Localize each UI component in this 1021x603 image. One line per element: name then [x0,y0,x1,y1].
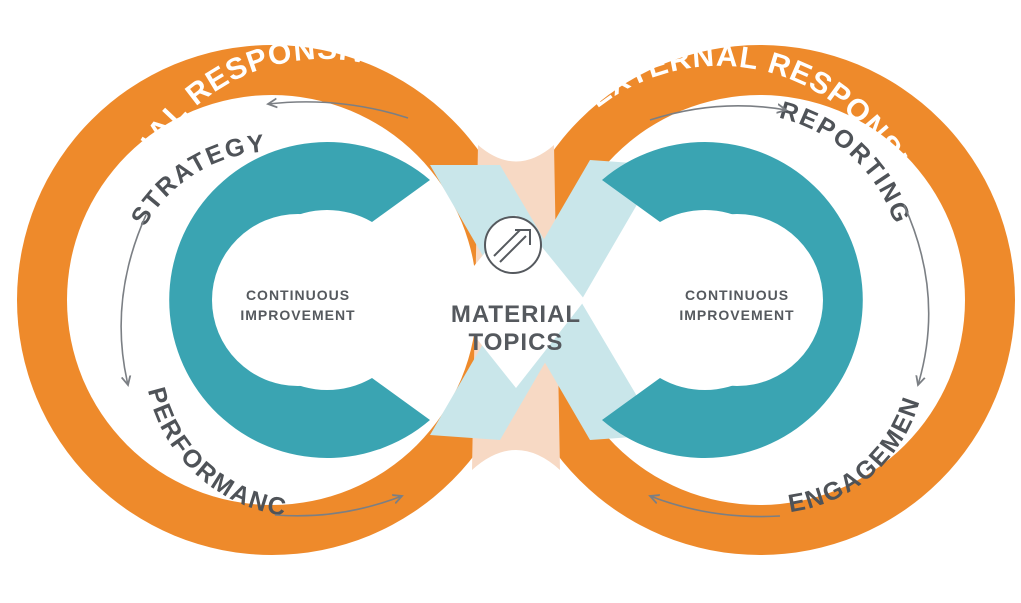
center-diamond [446,215,585,388]
left-teal-ring [169,142,431,458]
arrow-top-right [649,106,786,121]
left-center-line2: IMPROVEMENT [240,307,355,323]
right-inner-disc [651,214,823,386]
material-topics-line2: TOPICS [469,329,564,356]
right-center-line1: CONTINUOUS [685,287,789,303]
material-topics-line1: MATERIAL [451,301,581,328]
arrow-right-side [903,204,930,385]
arrow-bottom-right [650,496,781,518]
arrow-bottom-left [274,496,402,517]
arrow-top-left [268,102,409,119]
flow-arrows [120,102,930,518]
trend-arrow-icon [484,216,542,274]
left-inner-disc [212,214,384,386]
left-center-line1: CONTINUOUS [246,287,350,303]
right-teal-ring [602,142,863,458]
arrow-left-side [120,214,147,385]
right-center-line2: IMPROVEMENT [679,307,794,323]
